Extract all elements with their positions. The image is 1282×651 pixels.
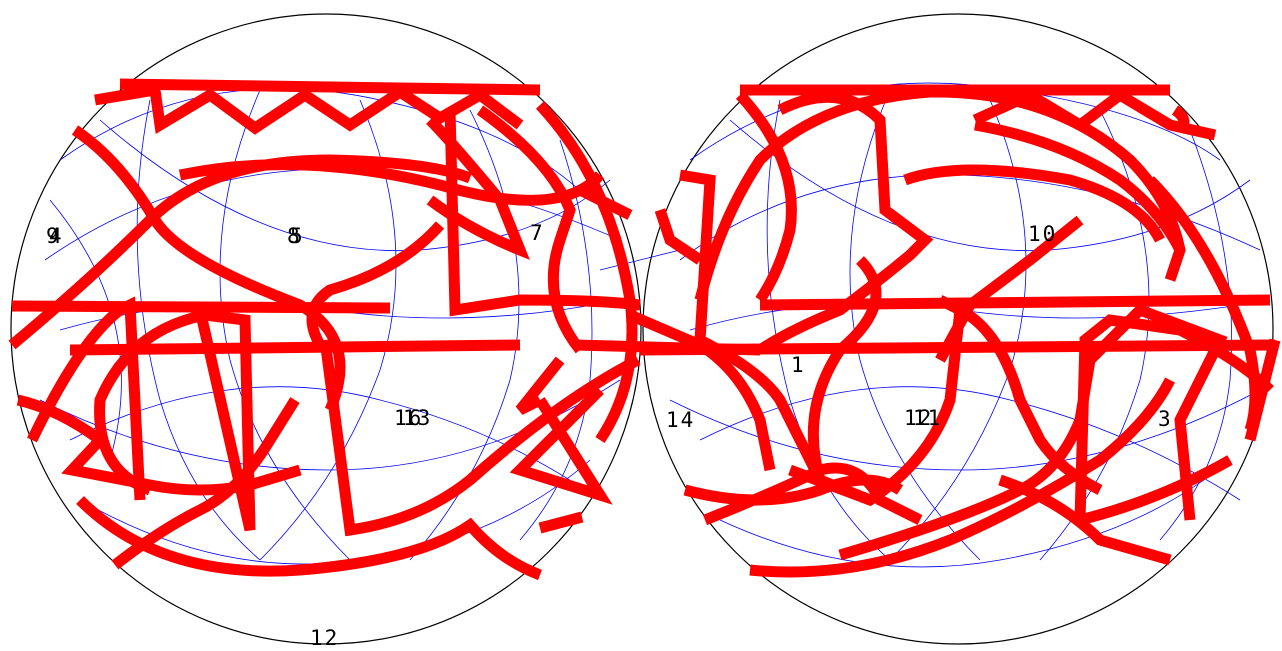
thick-curve	[540, 517, 582, 528]
region-label: 4	[49, 224, 64, 248]
thick-curve	[18, 400, 300, 490]
region-label: 1	[791, 353, 806, 377]
thick-curve	[1080, 460, 1230, 520]
thick-curve	[760, 300, 1270, 305]
thick-curve	[12, 306, 390, 308]
region-label: 5	[290, 224, 305, 248]
region-label: 10	[1028, 222, 1057, 246]
thick-curve	[660, 210, 700, 260]
thick-curve	[95, 90, 520, 128]
thick-curve	[740, 95, 791, 300]
thick-curve	[520, 360, 560, 410]
region-label: 11	[913, 406, 942, 430]
thick-curve	[120, 84, 540, 90]
region-label: 14	[666, 408, 695, 432]
thick-curve	[180, 165, 600, 201]
region-label: 7	[530, 221, 545, 245]
region-label: 13	[403, 406, 432, 430]
thin-curve	[600, 250, 680, 270]
region-label: 12	[310, 626, 339, 650]
region-label: 3	[1158, 407, 1173, 431]
